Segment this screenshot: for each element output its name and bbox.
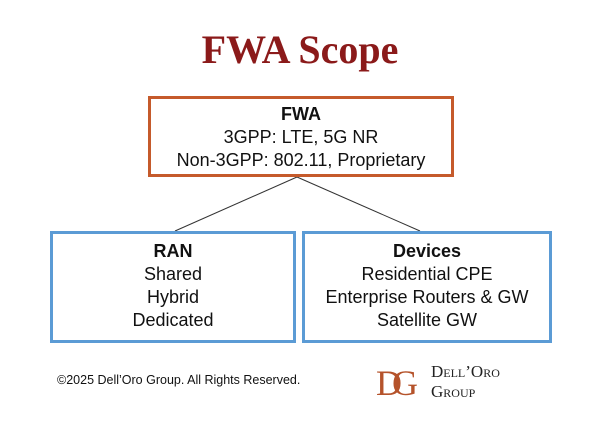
ran-item: Hybrid [146,287,199,307]
devices-box: Devices Residential CPE Enterprise Route… [302,231,552,343]
dell-oro-logo: DG Dell’Oro Group [376,362,566,403]
ran-heading: RAN [153,241,193,261]
logo-line2: Group [431,382,476,401]
page-title: FWA Scope [201,27,399,72]
logo-monogram: DG [376,363,418,403]
fwa-line: Non-3GPP: 802.11, Proprietary [176,150,426,170]
devices-heading: Devices [392,241,462,261]
ran-item: Dedicated [132,310,214,330]
fwa-heading: FWA [281,104,321,124]
logo-line1: Dell’Oro [431,362,500,381]
devices-item: Enterprise Routers & GW [325,287,529,307]
connector-to-ran [174,176,298,232]
copyright: ©2025 Dell’Oro Group. All Rights Reserve… [57,373,301,387]
connector-to-devices [296,176,421,232]
ran-box: RAN Shared Hybrid Dedicated [50,231,296,343]
devices-item: Residential CPE [361,264,493,284]
devices-item: Satellite GW [376,310,478,330]
ran-item: Shared [143,264,203,284]
fwa-line: 3GPP: LTE, 5G NR [223,127,379,147]
fwa-box: FWA 3GPP: LTE, 5G NR Non-3GPP: 802.11, P… [148,96,454,177]
